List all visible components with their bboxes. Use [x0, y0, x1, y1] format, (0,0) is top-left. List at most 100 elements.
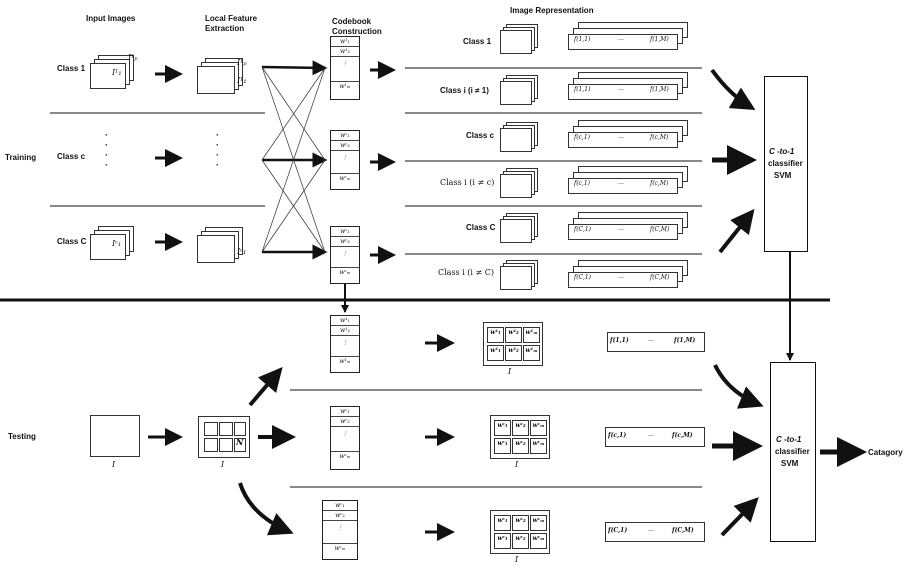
- svm-classifier-training: C -to-1 classifier SVM: [764, 76, 808, 252]
- image-symbol: I¹ₚ: [128, 53, 138, 62]
- histogram-ellipsis: …: [618, 179, 624, 186]
- test-feature-grid: [198, 416, 250, 458]
- rep-label: Class i (i ≠ 1): [440, 86, 489, 95]
- codeword: wᶜ₂: [331, 417, 359, 427]
- svm-classifier-testing: C -to-1 classifier SVM: [770, 362, 816, 542]
- row-label-class-C: Class C: [57, 237, 87, 246]
- histogram-stack: f(c,1) … f(c,M): [568, 166, 688, 206]
- histogram-stack: f(C,1) … f(C,M): [568, 212, 688, 252]
- grid-cell: wᶜₘ: [530, 515, 547, 531]
- grid-cell: wᶜ₁: [494, 515, 511, 531]
- grid-cell: w¹ₘ: [523, 345, 540, 361]
- rep-feature-stack: [500, 168, 542, 198]
- histogram-cell: f(1,M): [674, 337, 696, 344]
- rep-feature-stack: [500, 122, 542, 152]
- histogram-cell: f(c,M): [672, 432, 693, 439]
- svm-label: classifier: [775, 447, 810, 456]
- svm-label: SVM: [774, 171, 792, 180]
- codeword: wᶜ₂: [331, 141, 359, 151]
- vertical-ellipsis: ····: [105, 130, 108, 170]
- histogram-cell: f(1,1): [610, 337, 629, 344]
- histogram-stack: f(c,1) … f(c,M): [568, 120, 688, 160]
- header-input-images: Input Images: [86, 14, 136, 23]
- histogram-cell: f(C,M): [650, 226, 670, 233]
- grid-cell: wᶜ₁: [494, 438, 511, 454]
- svm-label: C -to-1: [776, 435, 802, 444]
- rep-label: Class C: [466, 223, 496, 232]
- image-symbol: Iᶜ₁: [112, 239, 122, 248]
- rep-feature-stack: [500, 213, 542, 243]
- image-symbol: I: [112, 460, 116, 469]
- codeword: w¹₂: [331, 47, 359, 57]
- codeword: w¹ₘ: [331, 356, 359, 366]
- header-image-representation: Image Representation: [510, 6, 594, 15]
- grid-cell: wᶜ₂: [512, 438, 529, 454]
- histogram-stack: f(1,1) … f(1,M): [568, 22, 688, 62]
- histogram-cell: f(1,1): [574, 36, 591, 43]
- histogram-cell: f(c,1): [574, 180, 590, 187]
- image-symbol: N: [236, 437, 244, 447]
- rep-feature-stack: [500, 24, 542, 54]
- test-codebook-1: w¹₁ w¹₂ ⋮ w¹ₘ: [330, 315, 360, 373]
- section-training: Training: [5, 153, 37, 162]
- histogram-cell: f(c,M): [650, 134, 669, 141]
- histogram-cell: f(C,M): [672, 527, 694, 534]
- codebook-class-1: w¹₁ w¹₂ ⋮ w¹ₘ: [330, 36, 360, 100]
- codeword: w¹₂: [331, 326, 359, 336]
- rep-feature-stack: [500, 260, 542, 290]
- cross-line: [261, 159, 326, 253]
- grid-cell: wᶜₘ: [530, 420, 547, 436]
- codebook-class-c: wᶜ₁ wᶜ₂ ⋮ wᶜₘ: [330, 130, 360, 190]
- codeword: wᶜₘ: [323, 543, 357, 553]
- feature-grid-stack-class-C: Iᶜ₁: [197, 227, 253, 263]
- grid-cell: wᶜ₂: [512, 515, 529, 531]
- feature-grid-stack-class-1: I¹ₚ I¹₁: [197, 58, 253, 94]
- histogram-ellipsis: …: [618, 35, 624, 42]
- codeword: wᶜₘ: [331, 451, 359, 461]
- test-rep-grid-c: wᶜ₁ wᶜ₂ wᶜₘ wᶜ₁ wᶜ₂ wᶜₘ: [490, 415, 550, 459]
- rep-label: Class 1: [463, 37, 492, 46]
- histogram-cell: f(C,1): [608, 527, 628, 534]
- rep-label: Class c: [466, 131, 495, 140]
- grid-cell: w¹₁: [487, 327, 504, 343]
- rep-label: Class i (i ≠ C): [438, 268, 495, 277]
- header-local-feature-extraction: Local Feature Extraction: [205, 14, 258, 33]
- section-testing: Testing: [8, 432, 36, 441]
- image-symbol: I¹₁: [112, 68, 122, 77]
- test-rep-grid-C: wᶜ₁ wᶜ₂ wᶜₘ wᶜ₁ wᶜ₂ wᶜₘ: [490, 510, 550, 554]
- codeword: w¹₁: [331, 316, 359, 326]
- grid-cell: wᶜₘ: [530, 438, 547, 454]
- image-symbol: Iᶜ₁: [237, 247, 247, 256]
- codeword: wᶜ₁: [323, 501, 357, 511]
- arrow: [248, 366, 283, 407]
- arrow: [261, 60, 328, 76]
- row-label-class-1: Class 1: [57, 64, 86, 73]
- histogram-cell: f(1,1): [574, 86, 591, 93]
- histogram-stack: f(C,1) … f(C,M): [568, 260, 688, 300]
- grid-cell: wᶜₘ: [530, 533, 547, 549]
- arrow: [238, 482, 294, 536]
- test-codebook-c: wᶜ₁ wᶜ₂ ⋮ wᶜₘ: [330, 406, 360, 470]
- arrow: [718, 208, 755, 254]
- histogram-cell: f(C,1): [574, 274, 592, 281]
- histogram-stack: f(1,1) … f(1,M): [568, 72, 688, 112]
- codeword: w¹ₘ: [331, 81, 359, 91]
- codeword-ellipsis: ⋮: [337, 524, 343, 531]
- row-label-class-c: Class c: [57, 152, 86, 161]
- codeword: wᶜ₁: [331, 407, 359, 417]
- test-input-image: [90, 415, 140, 457]
- grid-cell: w¹₁: [487, 345, 504, 361]
- histogram-ellipsis: …: [648, 431, 654, 438]
- input-image-stack-class-C: Iᶜ₁: [90, 226, 138, 260]
- histogram-cell: f(1,M): [650, 86, 669, 93]
- histogram-cell: f(C,1): [574, 226, 592, 233]
- input-image-stack-class-1: I¹₁ I¹ₚ: [90, 53, 138, 89]
- histogram-ellipsis: …: [648, 526, 654, 533]
- arrow: [713, 364, 764, 409]
- codeword: wᶜ₂: [331, 237, 359, 247]
- histogram-cell: f(1,M): [650, 36, 669, 43]
- rep-label: Class i (i ≠ c): [440, 178, 495, 187]
- codeword-ellipsis: ⋮: [342, 250, 348, 257]
- codeword: wᶜₘ: [331, 267, 359, 277]
